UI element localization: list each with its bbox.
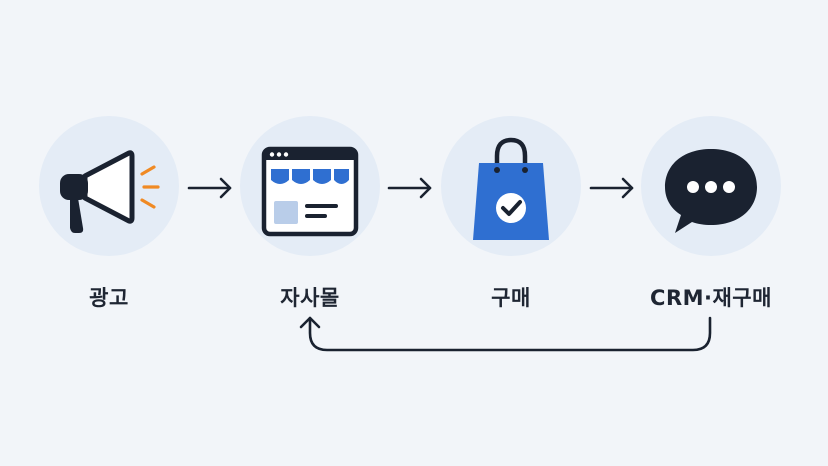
loop-arrow-crm-to-mall xyxy=(299,316,712,352)
arrow-purchase-to-crm xyxy=(589,177,634,199)
node-ad xyxy=(39,116,179,256)
node-mall xyxy=(240,116,380,256)
megaphone-icon xyxy=(60,150,160,233)
node-purchase xyxy=(441,116,581,256)
step-label-mall: 자사몰 xyxy=(280,286,340,310)
step-label-purchase: 구매 xyxy=(491,286,531,310)
chat-bubble-icon xyxy=(665,149,757,233)
arrow-ad-to-mall xyxy=(187,177,232,199)
arrow-mall-to-purchase xyxy=(387,177,432,199)
node-crm xyxy=(641,116,781,256)
step-label-ad: 광고 xyxy=(89,286,129,310)
step-label-crm: CRM·재구매 xyxy=(650,286,772,310)
shopping-bag-check-icon xyxy=(473,137,549,240)
storefront-browser-icon xyxy=(261,146,359,237)
